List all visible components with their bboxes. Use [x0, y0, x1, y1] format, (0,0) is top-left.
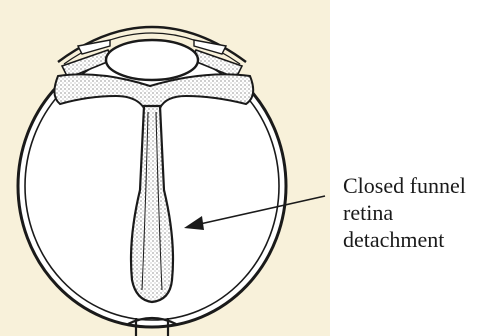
annotation-line: Closed funnel: [343, 172, 485, 199]
eye-illustration-panel: [0, 0, 330, 336]
annotation-label: Closed funnel retina detachment: [343, 172, 485, 253]
annotation-line: detachment: [343, 226, 485, 253]
lens: [106, 40, 198, 80]
annotation-line: retina: [343, 199, 485, 226]
